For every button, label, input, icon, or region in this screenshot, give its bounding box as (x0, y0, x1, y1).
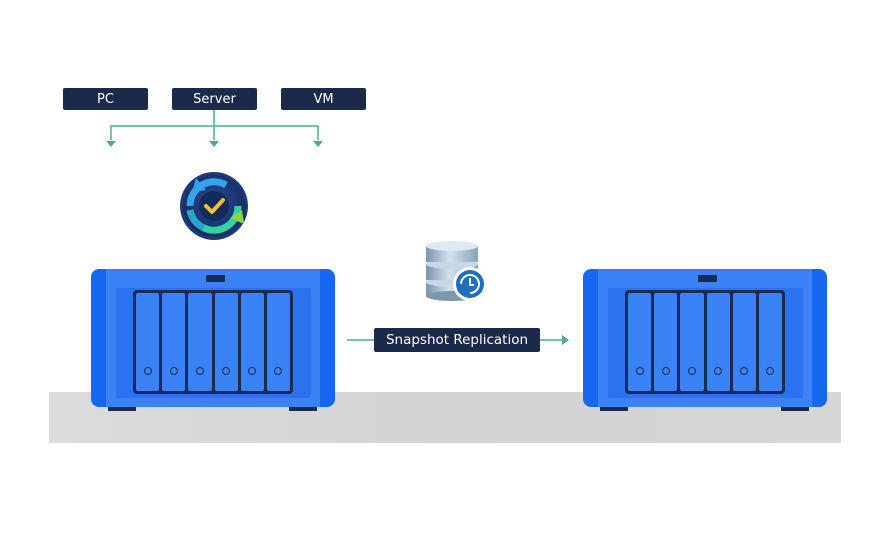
drive-bay (240, 293, 264, 391)
nas-foot-left (600, 407, 628, 411)
nas-foot-right (781, 407, 809, 411)
drive-bay-latch-icon (143, 367, 152, 375)
arrowhead-server (209, 141, 219, 147)
drive-bay-latch-icon (222, 367, 231, 375)
source-label-pc: PC (63, 88, 148, 110)
drive-bay (758, 293, 783, 391)
drive-bay-latch-icon (274, 367, 283, 375)
source-label-text: Server (193, 91, 236, 107)
drive-bay-latch-icon (635, 367, 644, 375)
drive-bay-latch-icon (169, 367, 178, 375)
source-label-vm: VM (281, 88, 366, 110)
nas-status-indicator (206, 275, 225, 282)
replication-arrow (347, 335, 569, 345)
drive-bay-latch-icon (661, 367, 670, 375)
arrowhead-vm (313, 141, 323, 147)
drive-bay (706, 293, 730, 391)
drive-bay-latch-icon (740, 367, 749, 375)
drive-bay (214, 293, 238, 391)
arrowhead-pc (106, 141, 116, 147)
drive-bay (628, 293, 652, 391)
snapshot-replication-icon (426, 241, 487, 301)
replication-arrowhead (562, 335, 569, 345)
active-backup-icon (180, 172, 248, 240)
drive-bay-latch-icon (687, 367, 696, 375)
source-label-text: VM (313, 91, 334, 107)
source-label-server: Server (172, 88, 257, 110)
drive-bay (266, 293, 291, 391)
source-branch-connector (110, 110, 319, 140)
drive-bay (162, 293, 186, 391)
nas-foot-right (289, 407, 317, 411)
snapshot-replication-text: Snapshot Replication (385, 332, 529, 348)
drive-bay (188, 293, 212, 391)
source-nas-device (91, 269, 335, 411)
drive-bay-latch-icon (766, 367, 775, 375)
drive-bay-latch-icon (248, 367, 257, 375)
source-label-text: PC (97, 91, 114, 107)
drive-bay (732, 293, 756, 391)
nas-status-indicator (698, 275, 717, 282)
drive-bay-latch-icon (195, 367, 204, 375)
nas-drive-bays (625, 290, 785, 394)
nas-foot-left (108, 407, 136, 411)
snapshot-replication-label: Snapshot Replication (374, 328, 540, 352)
branch-arrowheads (106, 141, 323, 147)
drive-bay (136, 293, 160, 391)
drive-bay-latch-icon (714, 367, 723, 375)
drive-bay (680, 293, 704, 391)
nas-drive-bays (133, 290, 293, 394)
drive-bay (654, 293, 678, 391)
target-nas-device (583, 269, 827, 411)
